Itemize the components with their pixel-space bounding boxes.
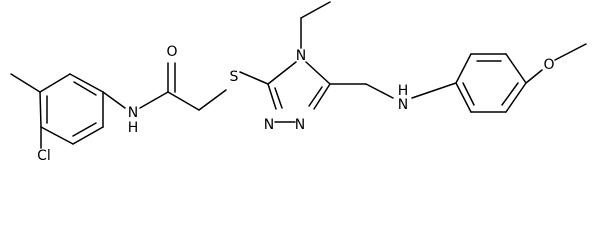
bond [267, 61, 297, 85]
chemical-structure: N H O S N N N N H O Cl [10, 1, 587, 164]
atom-s-thioether: S [230, 69, 239, 85]
bond [239, 71, 269, 85]
atom-o-carbonyl: O [166, 44, 177, 60]
bond [462, 82, 475, 106]
bond [198, 89, 227, 111]
bond [365, 83, 394, 99]
atom-n-amide: N [128, 105, 138, 121]
bond [455, 82, 472, 113]
bond [308, 86, 323, 107]
bond [300, 1, 331, 19]
bond [72, 126, 104, 145]
atom-o-methoxy: O [543, 57, 554, 73]
bond [139, 91, 169, 109]
bond [73, 81, 97, 96]
bond [501, 82, 519, 106]
bond [411, 82, 457, 99]
bond [102, 91, 126, 109]
bond [39, 91, 42, 128]
bond [10, 73, 41, 93]
bond [267, 83, 277, 110]
bond [505, 82, 527, 113]
atom-cl: Cl [37, 148, 51, 164]
atom-h-amine: H [398, 83, 409, 99]
atom-h-amide: H [128, 120, 139, 136]
bond [525, 69, 543, 84]
bond [69, 73, 104, 93]
bond [72, 122, 97, 137]
bond [554, 43, 587, 61]
bond [455, 53, 472, 84]
bond [39, 73, 71, 93]
bond-lines [10, 1, 587, 149]
atom-n1-triazole: N [264, 117, 274, 133]
atom-n-amine: N [398, 97, 408, 113]
bond [167, 91, 200, 111]
bond [505, 53, 527, 84]
atom-n4-triazole: N [296, 48, 306, 64]
bond [313, 83, 331, 110]
bond [274, 87, 283, 109]
bond [40, 126, 74, 145]
atom-labels: N H O S N N N N H O Cl [37, 44, 554, 164]
bond [305, 61, 331, 85]
atom-n2-triazole: N [295, 117, 305, 133]
